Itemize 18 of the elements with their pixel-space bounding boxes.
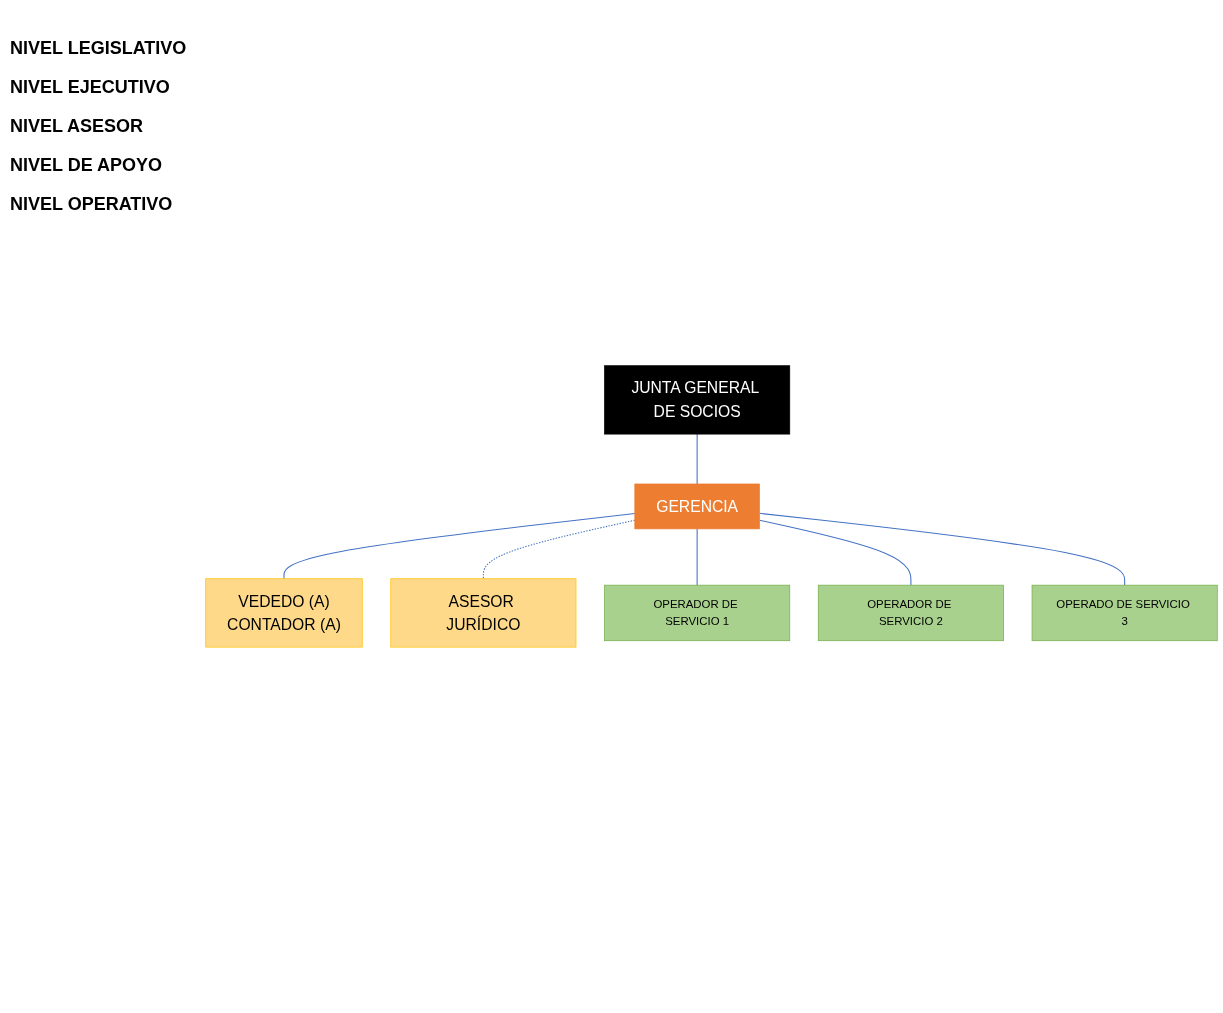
node-box: OPERADOR DE SERVICIO 2 (817, 584, 1004, 642)
connector (696, 433, 698, 485)
connector (482, 519, 636, 580)
connector (696, 528, 698, 586)
level-label: NIVEL DE APOYO (10, 155, 164, 176)
connector (758, 519, 912, 586)
connector (758, 512, 1126, 586)
level-label: NIVEL EJECUTIVO (10, 77, 171, 98)
connector (283, 513, 636, 580)
node-box: OPERADO DE SERVICIO 3 (1031, 584, 1218, 642)
node-box: VEDEDO (A) CONTADOR (A) (205, 578, 363, 648)
node-box: GERENCIA (634, 483, 760, 530)
level-label: NIVEL LEGISLATIVO (10, 38, 188, 59)
node-box: OPERADOR DE SERVICIO 1 (604, 584, 791, 642)
node-box: JUNTA GENERAL DE SOCIOS (604, 365, 791, 435)
level-label: NIVEL ASESOR (10, 116, 145, 137)
node-box: ASESOR JURÍDICO (390, 578, 577, 648)
level-label: NIVEL OPERATIVO (10, 194, 174, 215)
